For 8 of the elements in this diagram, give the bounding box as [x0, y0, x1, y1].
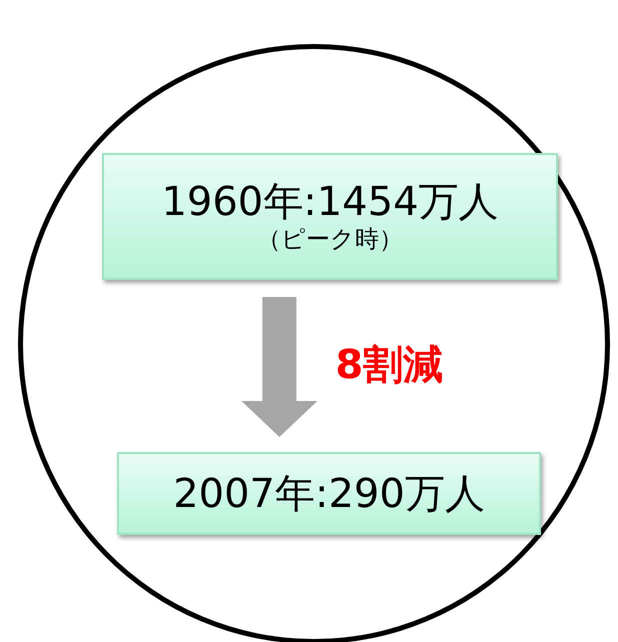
- process-box: [102, 153, 558, 280]
- circle-outline: [18, 44, 610, 642]
- node-text: 1960年:1454万人: [161, 179, 499, 226]
- node-note: （ピーク時）: [257, 225, 403, 254]
- process-box: [117, 452, 541, 535]
- block-arrow: [241, 297, 318, 437]
- node-text: 2007年:290万人: [173, 470, 485, 516]
- edge-label: 8割減: [335, 341, 444, 390]
